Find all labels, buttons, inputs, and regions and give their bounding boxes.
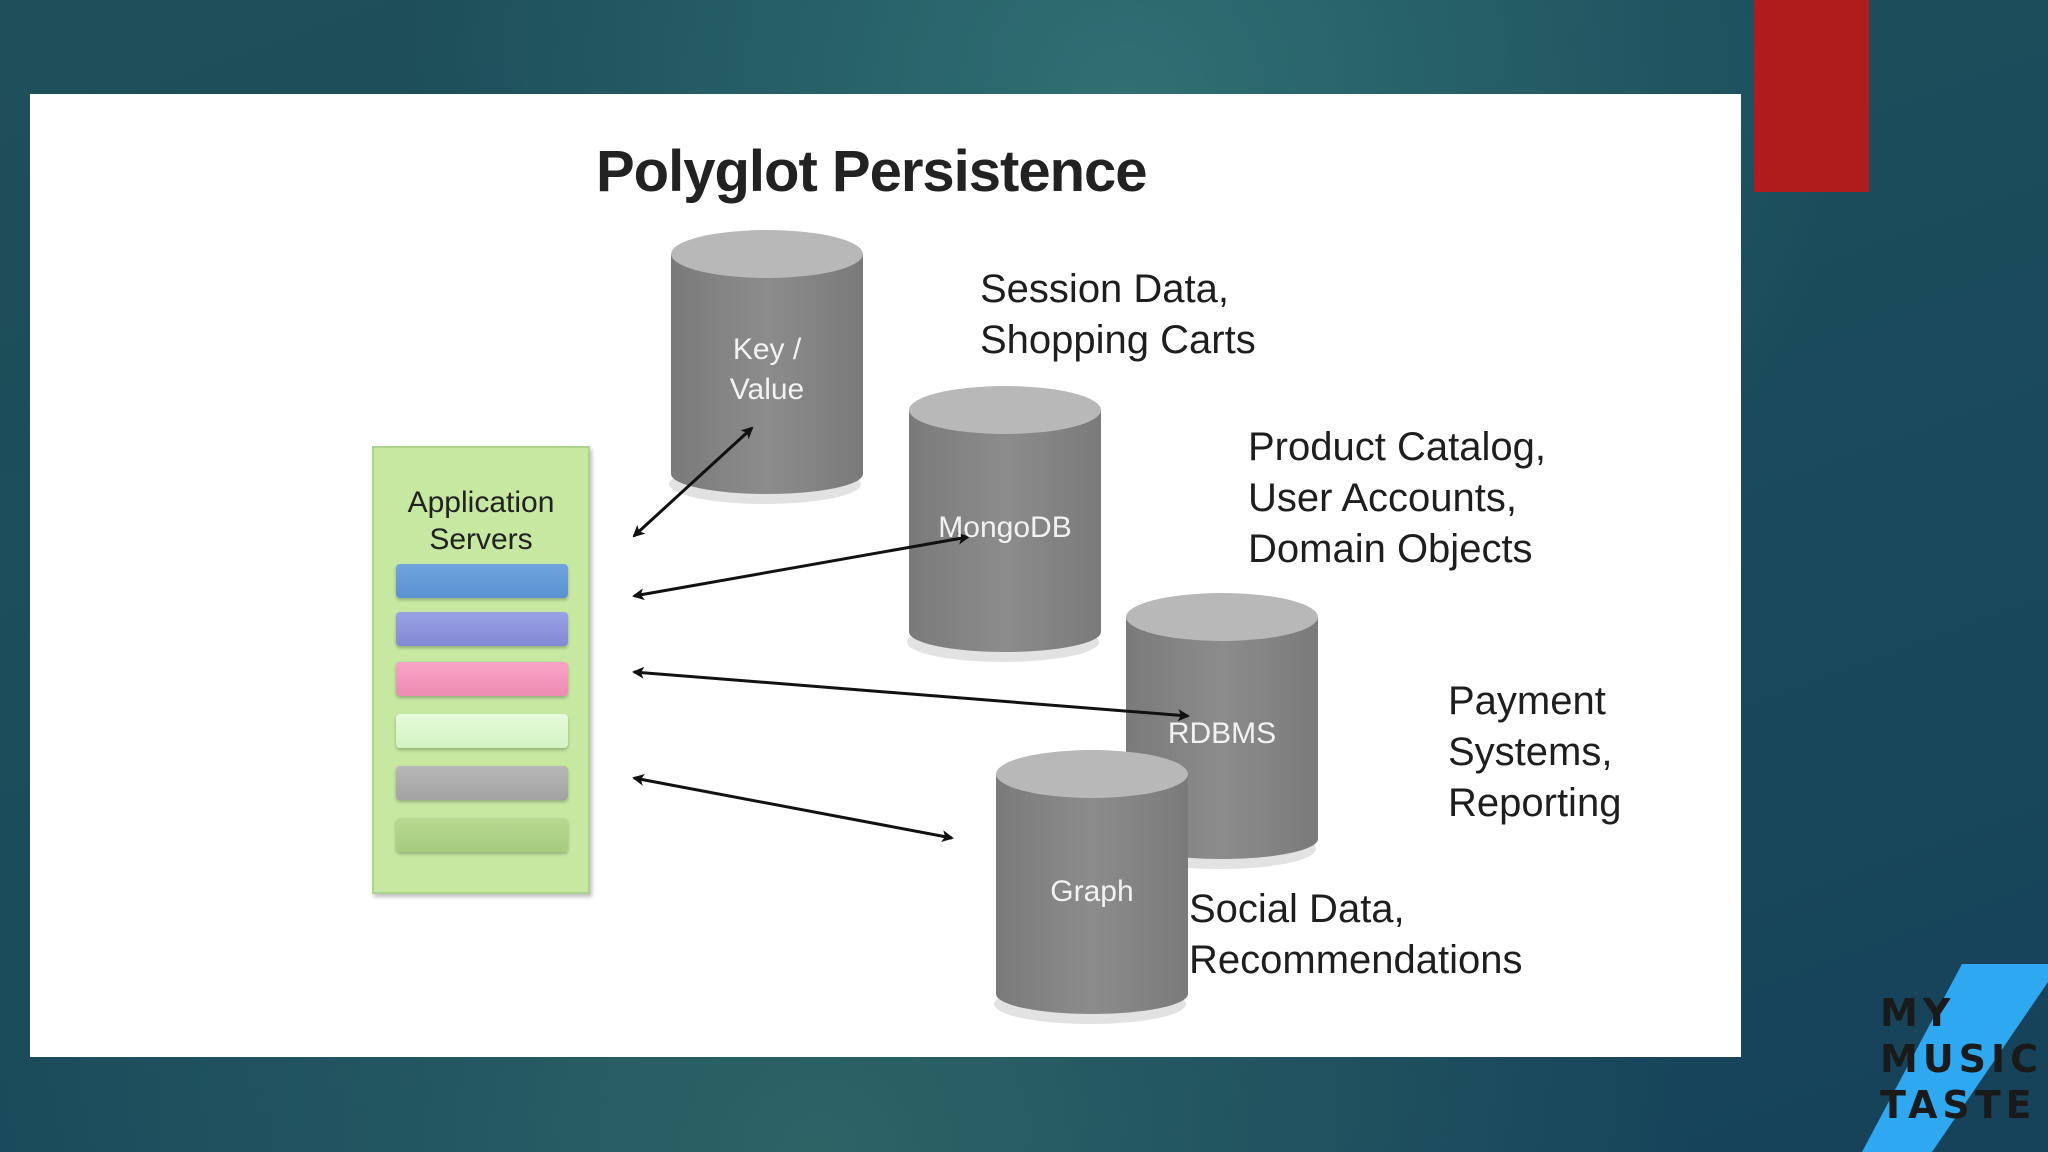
note-line: Domain Objects: [1248, 527, 1533, 571]
mongodb-label: MongoDB: [938, 511, 1072, 544]
key-value-label: Key / Value: [672, 330, 862, 410]
note-line: Product Catalog,: [1248, 425, 1546, 469]
rdbms-notes: Payment Systems, Reporting: [1448, 676, 1621, 829]
server-bar-light-green: [396, 714, 568, 748]
note-line: User Accounts,: [1248, 476, 1518, 520]
key-value-label-line1: Key /: [732, 333, 802, 366]
rdbms-label: RDBMS: [1167, 717, 1277, 750]
logo-line-my: MY: [1880, 991, 1956, 1035]
server-bar-blue: [396, 564, 568, 598]
app-label-line1: Application: [407, 486, 555, 519]
arrow-mongodb: [632, 532, 970, 601]
server-bar-green: [396, 818, 568, 852]
application-servers-label: Application Servers: [374, 484, 588, 558]
note-line: Recommendations: [1189, 938, 1523, 982]
arrow-graph: [632, 773, 954, 843]
server-bar-purple: [396, 612, 568, 646]
diagram-graphics: [632, 230, 1318, 1024]
note-line: Social Data,: [1189, 887, 1405, 931]
my-music-taste-logo-icon: [1862, 964, 2048, 1152]
server-bar-pink: [396, 662, 568, 696]
slide-canvas: Polyglot Persistence Application Servers…: [30, 94, 1741, 1057]
note-line: Session Data,: [980, 267, 1230, 311]
note-line: Reporting: [1448, 781, 1622, 825]
page-title: Polyglot Persistence: [596, 139, 1148, 204]
note-line: Payment: [1448, 679, 1606, 723]
logo-line-taste: TASTE: [1880, 1083, 2037, 1127]
note-line: Systems,: [1448, 730, 1613, 774]
red-accent-tab: [1754, 0, 1869, 192]
arrow-key-value: [632, 426, 754, 538]
app-label-line2: Servers: [429, 523, 533, 556]
key-value-label-line2: Value: [729, 373, 805, 406]
graph-notes: Social Data, Recommendations: [1189, 884, 1523, 986]
key-value-notes: Session Data, Shopping Carts: [980, 264, 1256, 366]
application-servers-box: Application Servers: [372, 446, 590, 894]
logo-line-music: MUSIC: [1880, 1037, 2044, 1081]
mongodb-notes: Product Catalog, User Accounts, Domain O…: [1248, 422, 1546, 575]
arrow-rdbms: [632, 666, 1190, 722]
graph-label: Graph: [1050, 875, 1134, 908]
note-line: Shopping Carts: [980, 318, 1256, 362]
graph-cylinder: [994, 750, 1188, 1024]
server-bar-gray: [396, 766, 568, 800]
logo-wordmark: MY MUSIC TASTE: [1880, 990, 2043, 1128]
